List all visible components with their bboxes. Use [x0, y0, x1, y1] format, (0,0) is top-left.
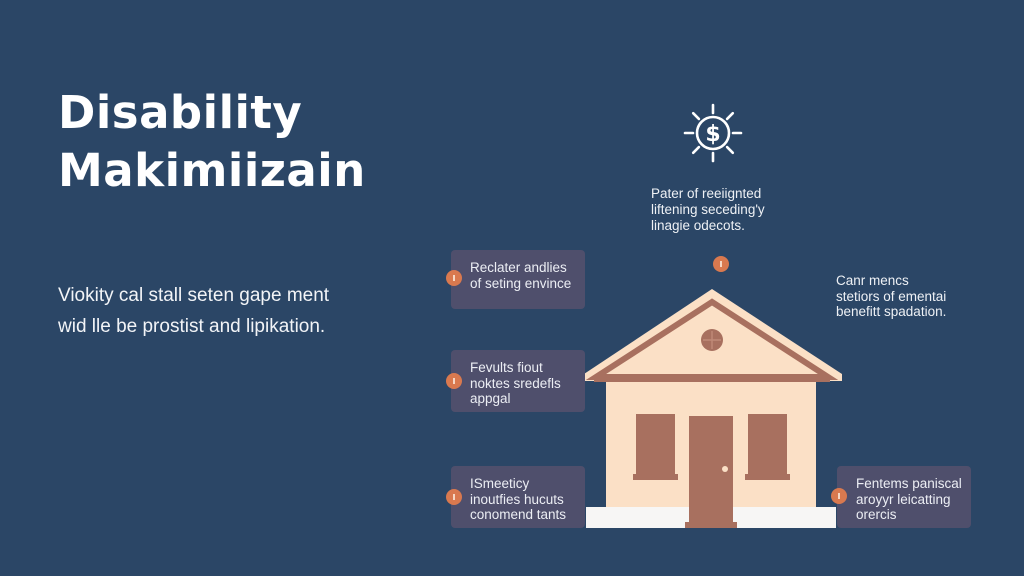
callout-left-top[interactable]: Reclater andlies of seting envince: [451, 250, 585, 309]
callout-line: appgal: [470, 391, 511, 406]
callout-left-middle[interactable]: Fevults fiout noktes sredefls appgal: [451, 350, 585, 412]
callout-line: Reclater andlies: [470, 260, 567, 275]
svg-text:$: $: [705, 122, 720, 147]
roof-marker[interactable]: [713, 256, 729, 272]
callout-line: ISmeeticy: [470, 476, 530, 491]
top-note-line: Pater of reeiignted: [651, 186, 762, 201]
callout-marker-left-middle[interactable]: [446, 373, 462, 389]
title-line-2: Makimiizain: [58, 144, 366, 197]
callout-marker-left-top[interactable]: [446, 270, 462, 286]
top-note-line: liftening seceding'y: [651, 202, 765, 217]
callout-line: inoutfies hucuts: [470, 491, 564, 507]
dollar-sun-icon: $: [683, 103, 743, 163]
right-note-line: Canr mencs: [836, 273, 909, 288]
callout-line: of seting envince: [470, 275, 572, 291]
callout-marker-left-bottom[interactable]: [446, 489, 462, 505]
callout-line: Fentems paniscal: [856, 476, 962, 491]
callout-line: conomend tants: [470, 507, 567, 522]
callout-left-bottom[interactable]: ISmeeticy inoutfies hucuts conomend tant…: [451, 466, 585, 528]
top-note: Pater of reeiignted liftening seceding'y…: [651, 186, 765, 234]
subtitle: Viokity cal stall seten gape ment wid ll…: [58, 280, 418, 342]
top-note-line: linagie odecots.: [651, 218, 745, 233]
callout-line: Fevults fiout: [470, 360, 543, 375]
subtitle-line-2: wid lle be prostist and lipikation.: [58, 316, 326, 337]
page-title: Disability Makimiizain: [58, 84, 366, 200]
subtitle-line-1: Viokity cal stall seten gape ment: [58, 285, 330, 306]
callout-line: orercis: [856, 507, 897, 522]
right-note-line: stetiors of ementai: [836, 288, 947, 304]
callout-line: noktes sredefls: [470, 375, 561, 391]
callout-marker-right-bottom[interactable]: [831, 488, 847, 504]
right-note-line: benefitt spadation.: [836, 304, 947, 319]
callout-right-bottom[interactable]: Fentems paniscal aroyyr leicatting orerc…: [837, 466, 971, 528]
callout-line: aroyyr leicatting: [856, 491, 951, 507]
right-note: Canr mencs stetiors of ementai benefitt …: [836, 273, 946, 320]
title-line-1: Disability: [58, 86, 303, 139]
